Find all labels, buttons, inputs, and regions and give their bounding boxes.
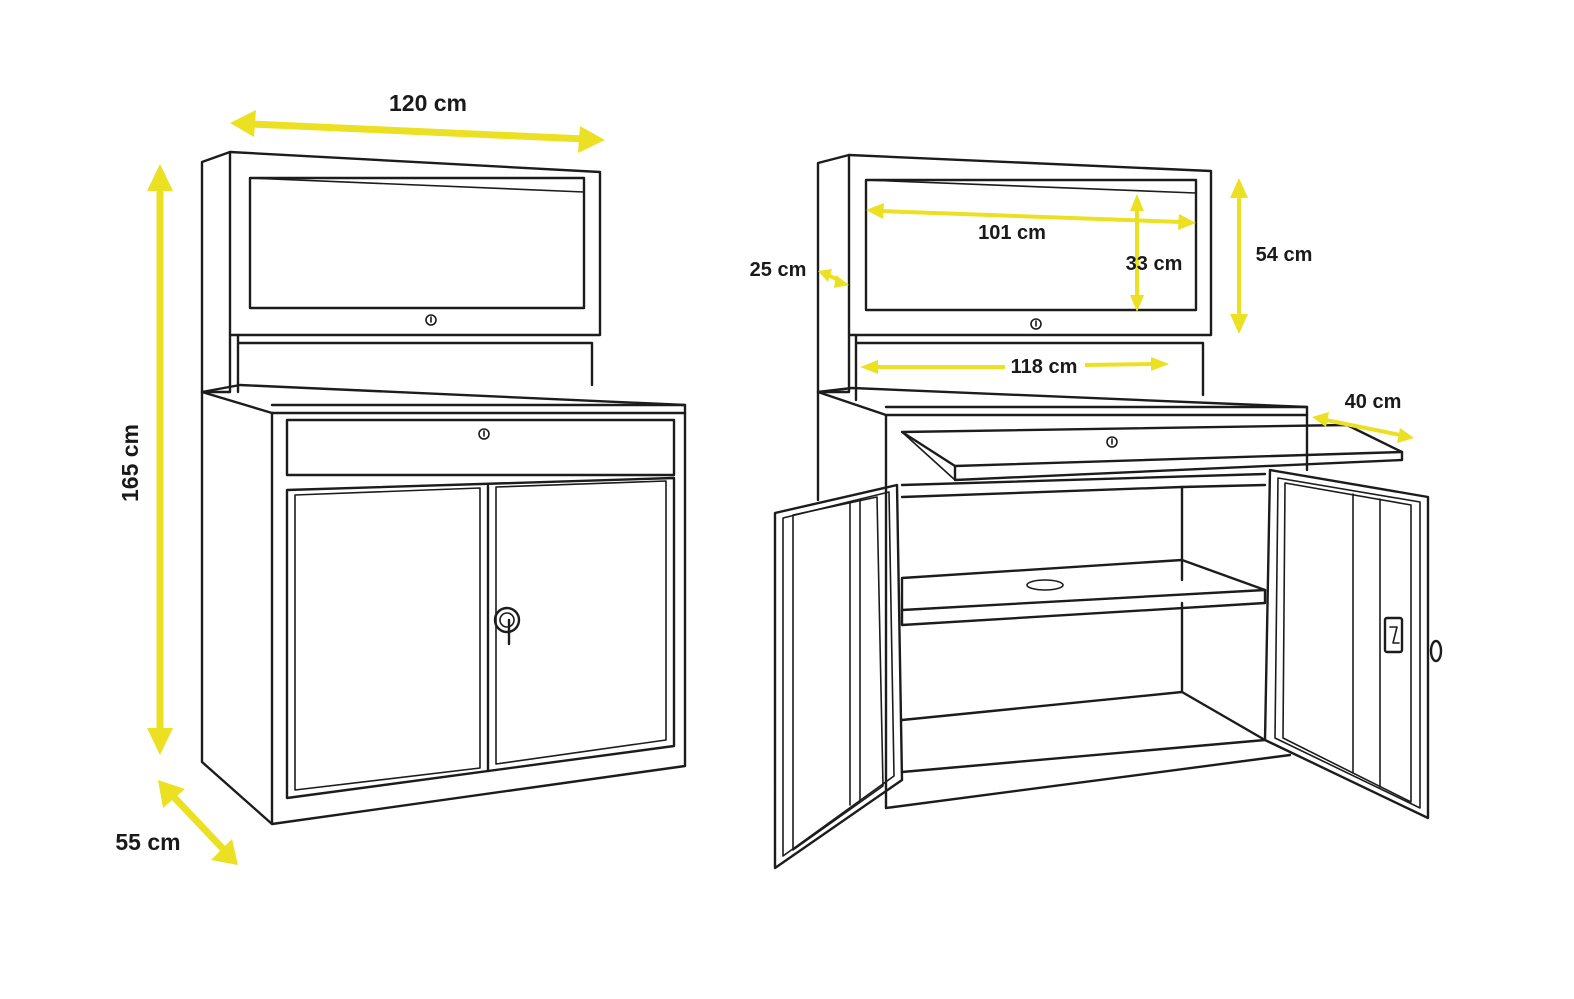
- window-lock-icon: [425, 314, 437, 326]
- side-depth-label: 25 cm: [750, 259, 807, 281]
- door-lock-icon: [493, 606, 521, 646]
- width-label: 120 cm: [389, 90, 467, 116]
- shelf-width-label: 118 cm: [1011, 356, 1078, 378]
- height-label: 165 cm: [117, 424, 143, 502]
- drawer-lock-icon: [478, 428, 490, 440]
- shelf-width-dimension-arrow: [860, 357, 1169, 374]
- side-depth-dimension-arrow: [818, 269, 849, 288]
- depth-label: 55 cm: [115, 829, 180, 855]
- open-cabinet-drawing: [773, 153, 1443, 870]
- pullout-depth-label: 40 cm: [1345, 391, 1402, 413]
- window-width-dimension-arrow: [866, 203, 1196, 230]
- top-height-label: 54 cm: [1256, 244, 1313, 266]
- closed-cabinet-drawing: [200, 150, 687, 826]
- depth-dimension-arrow: [158, 780, 238, 865]
- window-height-label: 33 cm: [1126, 253, 1183, 275]
- window-width-label: 101 cm: [978, 222, 1046, 244]
- width-dimension-arrow: [230, 110, 605, 153]
- window-height-dimension-arrow: [1130, 194, 1144, 312]
- height-dimension-arrow: [147, 164, 173, 755]
- top-height-dimension-arrow: [1230, 178, 1248, 334]
- window-lock-icon: [1030, 318, 1042, 330]
- door-handle-icon: [1383, 616, 1404, 654]
- door-lock-icon: [1429, 639, 1443, 663]
- pullout-depth-dimension-arrow: [1312, 412, 1414, 443]
- pullout-lock-icon: [1106, 436, 1118, 448]
